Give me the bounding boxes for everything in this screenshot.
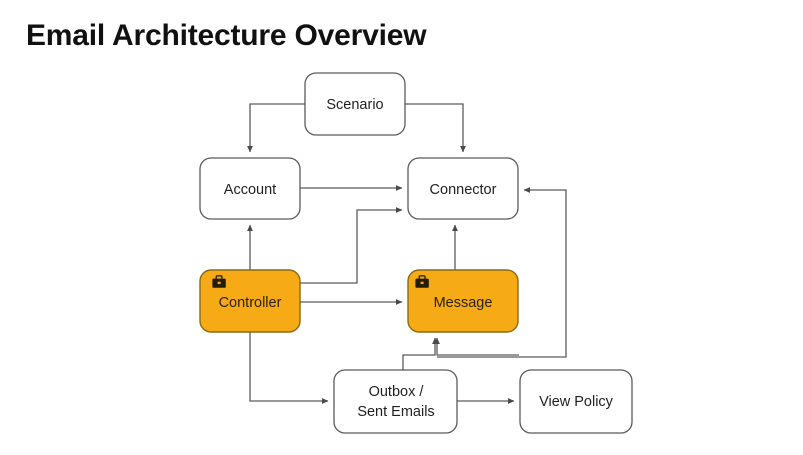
edge-loop-to-connector <box>437 187 567 358</box>
node-message-label: Message <box>434 295 493 311</box>
node-scenario-label: Scenario <box>326 97 383 113</box>
node-account-shape[interactable] <box>199 157 301 220</box>
node-connector[interactable]: Connector <box>407 157 519 220</box>
node-controller-label: Controller <box>219 295 282 311</box>
briefcase-icon <box>415 275 429 288</box>
edge-view-policy-to-message <box>434 337 519 356</box>
edge-scenario-to-connector <box>405 103 466 153</box>
node-view-policy[interactable]: View Policy <box>519 369 633 434</box>
node-outbox-label-line2: Sent Emails <box>357 404 434 420</box>
node-account-label: Account <box>224 182 276 198</box>
node-outbox[interactable]: Outbox / Sent Emails <box>333 369 458 434</box>
node-message[interactable]: Message <box>407 269 519 333</box>
edge-scenario-to-account <box>247 103 305 153</box>
node-outbox-label-line1: Outbox / <box>369 384 425 400</box>
briefcase-icon <box>212 275 226 288</box>
node-message-shape[interactable] <box>407 269 519 333</box>
edge-controller-to-connector <box>300 207 403 284</box>
edge-layer <box>247 103 567 404</box>
node-connector-label: Connector <box>430 182 497 198</box>
node-controller[interactable]: Controller <box>199 269 301 333</box>
node-scenario[interactable]: Scenario <box>304 72 406 136</box>
node-outbox-shape[interactable] <box>333 369 458 434</box>
node-scenario-shape[interactable] <box>304 72 406 136</box>
node-view-policy-shape[interactable] <box>519 369 633 434</box>
page-title: Email Architecture Overview <box>26 19 427 52</box>
node-view-policy-label: View Policy <box>539 394 614 410</box>
node-connector-shape[interactable] <box>407 157 519 220</box>
edge-controller-to-outbox <box>249 332 329 404</box>
node-account[interactable]: Account <box>199 157 301 220</box>
edge-outbox-to-message <box>402 337 438 370</box>
